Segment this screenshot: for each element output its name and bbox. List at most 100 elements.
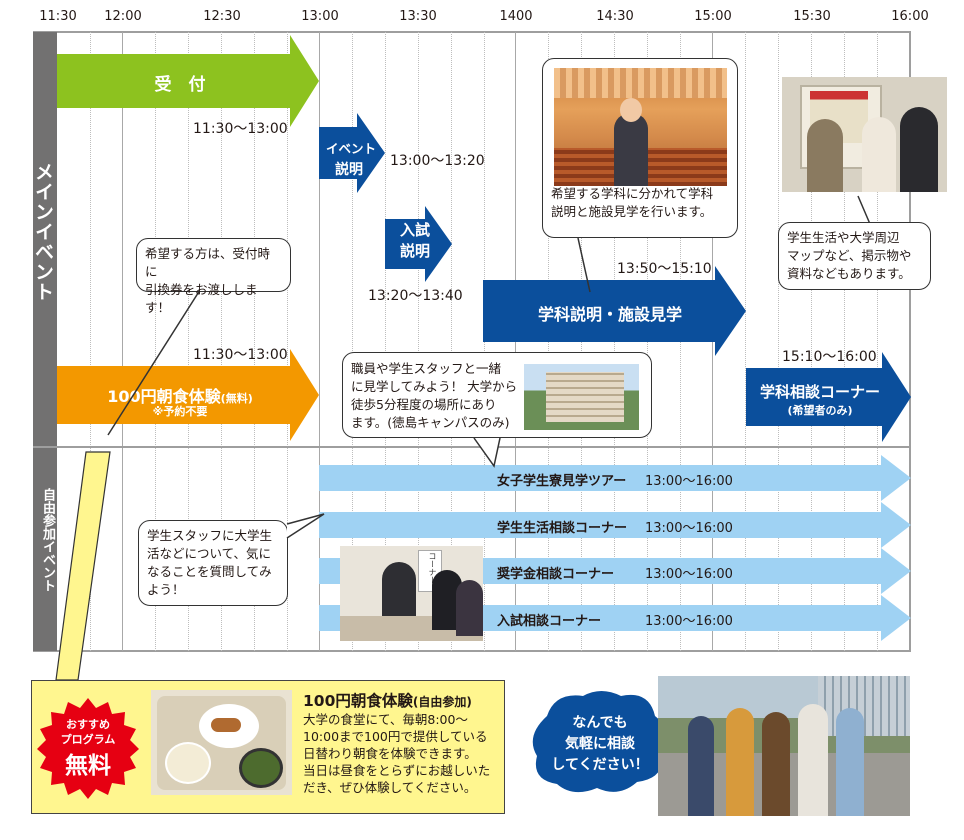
promo-badge-text-2: プログラム — [60, 733, 116, 746]
dorm-bubble-line-3: 徒歩5分程度の場所にあり — [351, 397, 497, 412]
consult-sign-text: コーナー — [428, 552, 437, 584]
consultation-photo: コーナー — [340, 546, 483, 641]
concert-hall-photo — [554, 68, 727, 186]
gridline-1310 — [352, 32, 353, 651]
life-bubble-line-3: 資料などもあります。 — [787, 266, 911, 281]
gridline-1250 — [287, 32, 288, 651]
life-bubble: 学生生活や大学周辺 マップなど、掲示物や 資料などもあります。 — [778, 222, 931, 290]
poster-person-3 — [900, 107, 938, 192]
time-tick-1300: 13:00 — [301, 9, 339, 24]
promo-tail — [55, 451, 111, 681]
dept-bubble-line-2: 説明と施設見学を行います。 — [551, 204, 713, 219]
promo-badge-burst — [37, 698, 139, 799]
breakfast-label-free: (無料) — [220, 392, 253, 405]
breakfast-photo — [151, 690, 292, 795]
reception-time: 11:30〜13:00 — [193, 121, 288, 137]
staff-tail-shape — [286, 513, 325, 539]
consult-label: 学科相談コーナー — [759, 383, 880, 401]
student-1 — [688, 716, 714, 816]
dormitory-photo — [524, 364, 639, 430]
life-bubble-line-2: マップなど、掲示物や — [787, 248, 912, 263]
promo-badge — [37, 698, 139, 799]
promo-badge-text-3: 無料 — [65, 753, 111, 779]
dorm-bubble-line-2: に見学してみよう！ 大学から — [351, 379, 518, 394]
exam-explain-arrow — [385, 206, 452, 282]
student-4 — [798, 704, 828, 816]
breakfast-arrow — [57, 349, 319, 441]
promo-badge-text-1: おすすめ — [66, 718, 110, 731]
gridline-1230 — [221, 32, 222, 651]
cta-text-1: なんでも — [572, 715, 628, 731]
consult-visitor-2 — [456, 580, 483, 636]
staff-bubble-line-1: 学生スタッフに大学生 — [147, 528, 273, 543]
free-exam-time: 13:00〜16:00 — [645, 614, 733, 629]
promo-desc-line-3: 日替わり朝食を体験できます。 — [303, 746, 477, 761]
free-scholarship-label: 奨学金相談コーナー — [497, 567, 615, 582]
gridline-1220 — [188, 32, 189, 651]
dept-tail — [577, 237, 591, 293]
event-explain-time: 13:00〜13:20 — [390, 153, 485, 169]
breakfast-note: ※予約不要 — [152, 405, 208, 418]
gridline-1520 — [778, 32, 779, 651]
dorm-bubble-line-1: 職員や学生スタッフと一緒 — [351, 361, 502, 376]
gridline-1340 — [451, 32, 452, 651]
hall-presenter — [614, 113, 648, 186]
gridline-1530 — [811, 32, 812, 651]
event-explain-label-1: イベント — [325, 141, 376, 156]
consult-arrow — [746, 352, 911, 442]
life-tail — [857, 195, 871, 225]
hall-presenter-head — [620, 98, 642, 122]
promo-title-small: (自由参加) — [412, 695, 472, 709]
time-tick-1200: 12:00 — [104, 9, 142, 24]
consult-time: 15:10〜16:00 — [782, 349, 877, 365]
free-event-sidebar: 自由参加イベント — [33, 448, 57, 651]
gridline-1320 — [385, 32, 386, 651]
free-life-time: 13:00〜16:00 — [645, 521, 733, 536]
breakfast-fish — [211, 718, 241, 732]
dept-tour-time: 13:50〜15:10 — [617, 261, 712, 277]
exam-explain-time: 13:20〜13:40 — [368, 288, 463, 304]
dept-tour-arrow — [483, 266, 746, 356]
gridline-1540 — [844, 32, 845, 651]
promo-desc-line-1: 大学の食堂にて、毎朝8:00〜 — [303, 712, 468, 727]
life-bubble-line-1: 学生生活や大学周辺 — [787, 230, 900, 245]
ticket-tail — [107, 289, 201, 436]
time-tick-1530: 15:30 — [793, 9, 831, 24]
staff-bubble-line-2: 活などについて、気に — [147, 546, 272, 561]
consult-sign — [418, 550, 442, 592]
reception-arrow-shape — [57, 35, 319, 127]
exam-explain-arrow-shape — [385, 206, 452, 282]
poster-person-2 — [862, 117, 896, 192]
free-arrow-life — [319, 502, 911, 548]
time-tick-1130: 11:30 — [39, 9, 77, 24]
staff-bubble: 学生スタッフに大学生 活などについて、気に なることを質問してみ よう！ — [138, 520, 288, 606]
student-5 — [836, 708, 864, 816]
free-event-label: 自由参加イベント — [40, 488, 55, 592]
gridline-1200 — [122, 32, 123, 651]
staff-bubble-line-4: よう！ — [147, 582, 185, 597]
free-dorm-time: 13:00〜16:00 — [645, 474, 733, 489]
event-explain-arrow — [319, 113, 385, 193]
poster-person-1 — [807, 119, 843, 192]
students-building — [818, 676, 910, 736]
promo-desc: 大学の食堂にて、毎朝8:00〜 10:00まで100円で提供している 日替わり朝… — [303, 711, 490, 796]
time-tick-1500: 15:00 — [694, 9, 732, 24]
dept-tour-label: 学科説明・施設見学 — [537, 305, 682, 324]
consult-sub: (希望者のみ) — [787, 404, 853, 417]
main-event-sidebar: メインイベント — [32, 32, 57, 446]
students-photo — [658, 676, 910, 816]
reception-arrow — [57, 35, 319, 127]
gridline-1145 — [90, 32, 91, 651]
breakfast-rice — [165, 742, 211, 784]
gridline-1510 — [745, 32, 746, 651]
section-divider — [33, 446, 911, 448]
time-tick-1330: 13:30 — [399, 9, 437, 24]
ticket-bubble-line-2: 引換券をお渡しします！ — [145, 282, 258, 315]
time-tick-1430: 14:30 — [596, 9, 634, 24]
gridline-1240 — [254, 32, 255, 651]
dept-tour-arrow-shape — [483, 266, 746, 356]
free-arrow-dorm — [319, 455, 911, 501]
reception-label: 受 付 — [154, 75, 206, 95]
gridline-1330 — [418, 32, 419, 651]
promo-title: 100円朝食体験 — [303, 692, 413, 710]
